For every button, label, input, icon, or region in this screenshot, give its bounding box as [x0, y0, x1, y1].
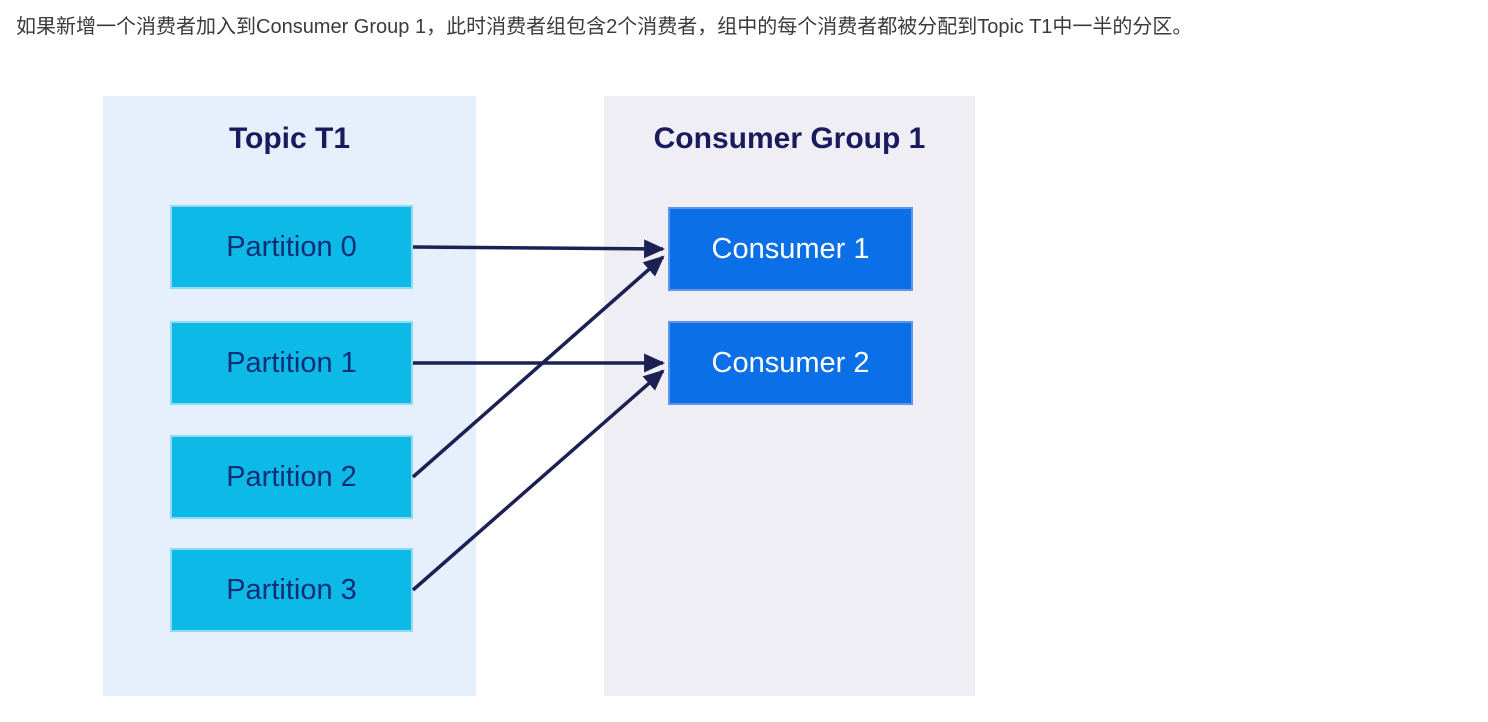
partition-box-1: Partition 1 [170, 321, 413, 405]
consumer-group-panel: Consumer Group 1 Consumer 1 Consumer 2 [604, 96, 975, 696]
consumer-box-1: Consumer 1 [668, 207, 913, 291]
partition-box-0: Partition 0 [170, 205, 413, 289]
partition-box-2: Partition 2 [170, 435, 413, 519]
consumer-box-2: Consumer 2 [668, 321, 913, 405]
partition-box-3: Partition 3 [170, 548, 413, 632]
description-text: 如果新增一个消费者加入到Consumer Group 1，此时消费者组包含2个消… [16, 16, 1193, 38]
topic-panel-title: Topic T1 [228, 122, 351, 155]
consumer-group-title: Consumer Group 1 [653, 122, 926, 155]
topic-panel: Topic T1 Partition 0 Partition 1 Partiti… [103, 96, 476, 696]
